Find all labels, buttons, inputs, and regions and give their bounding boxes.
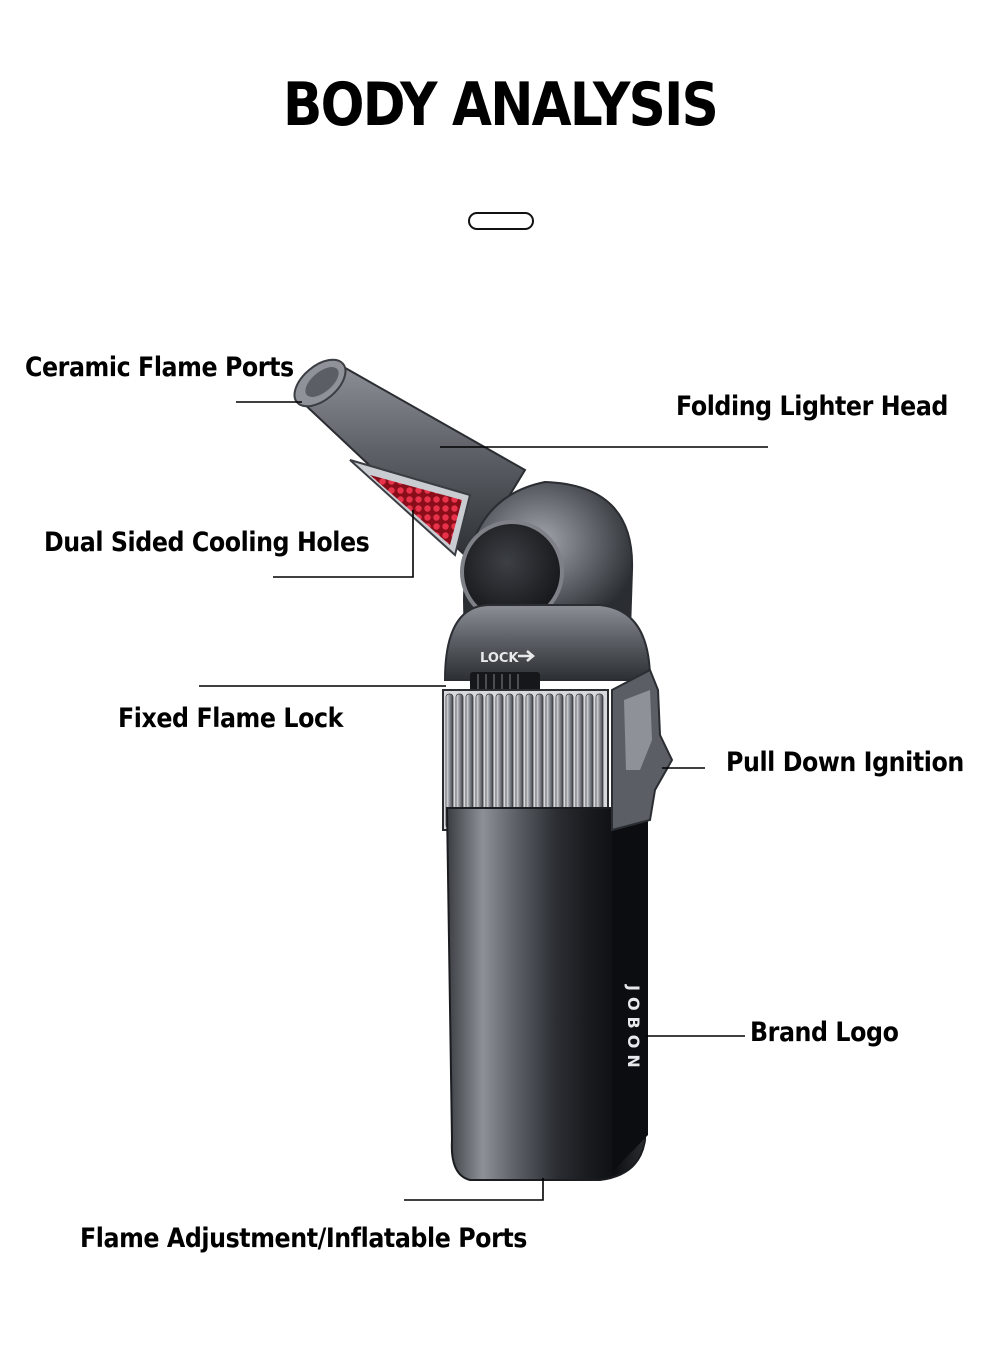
body-side-panel (612, 808, 648, 1172)
label-cooling-holes: Dual Sided Cooling Holes (44, 527, 370, 558)
cooling-holes (370, 475, 462, 545)
page-title: BODY ANALYSIS (282, 70, 719, 140)
lighter-body (445, 807, 646, 1181)
leader-cooling (273, 510, 414, 578)
label-fixed-flame-lock: Fixed Flame Lock (118, 703, 343, 734)
leader-adjust (404, 1178, 544, 1201)
label-flame-adjustment: Flame Adjustment/Inflatable Ports (80, 1223, 527, 1254)
brand-logo: JOBON (624, 984, 643, 1074)
lock-text: LOCK (480, 651, 519, 666)
folding-head (293, 358, 527, 562)
ribbed-collar (442, 689, 609, 831)
hinge (460, 480, 634, 632)
title-divider-pill (468, 212, 534, 230)
label-pull-down-ignition: Pull Down Ignition (726, 747, 964, 778)
lock-arrow-icon (518, 650, 535, 662)
label-brand-logo: Brand Logo (750, 1017, 899, 1048)
ignition-trigger-highlight (624, 690, 652, 770)
body-shoulder (443, 604, 652, 681)
label-folding-lighter-head: Folding Lighter Head (676, 391, 949, 422)
lock-slider (470, 672, 540, 692)
label-ceramic-flame-ports: Ceramic Flame Ports (25, 352, 294, 383)
lock-slider-grip (477, 674, 519, 690)
